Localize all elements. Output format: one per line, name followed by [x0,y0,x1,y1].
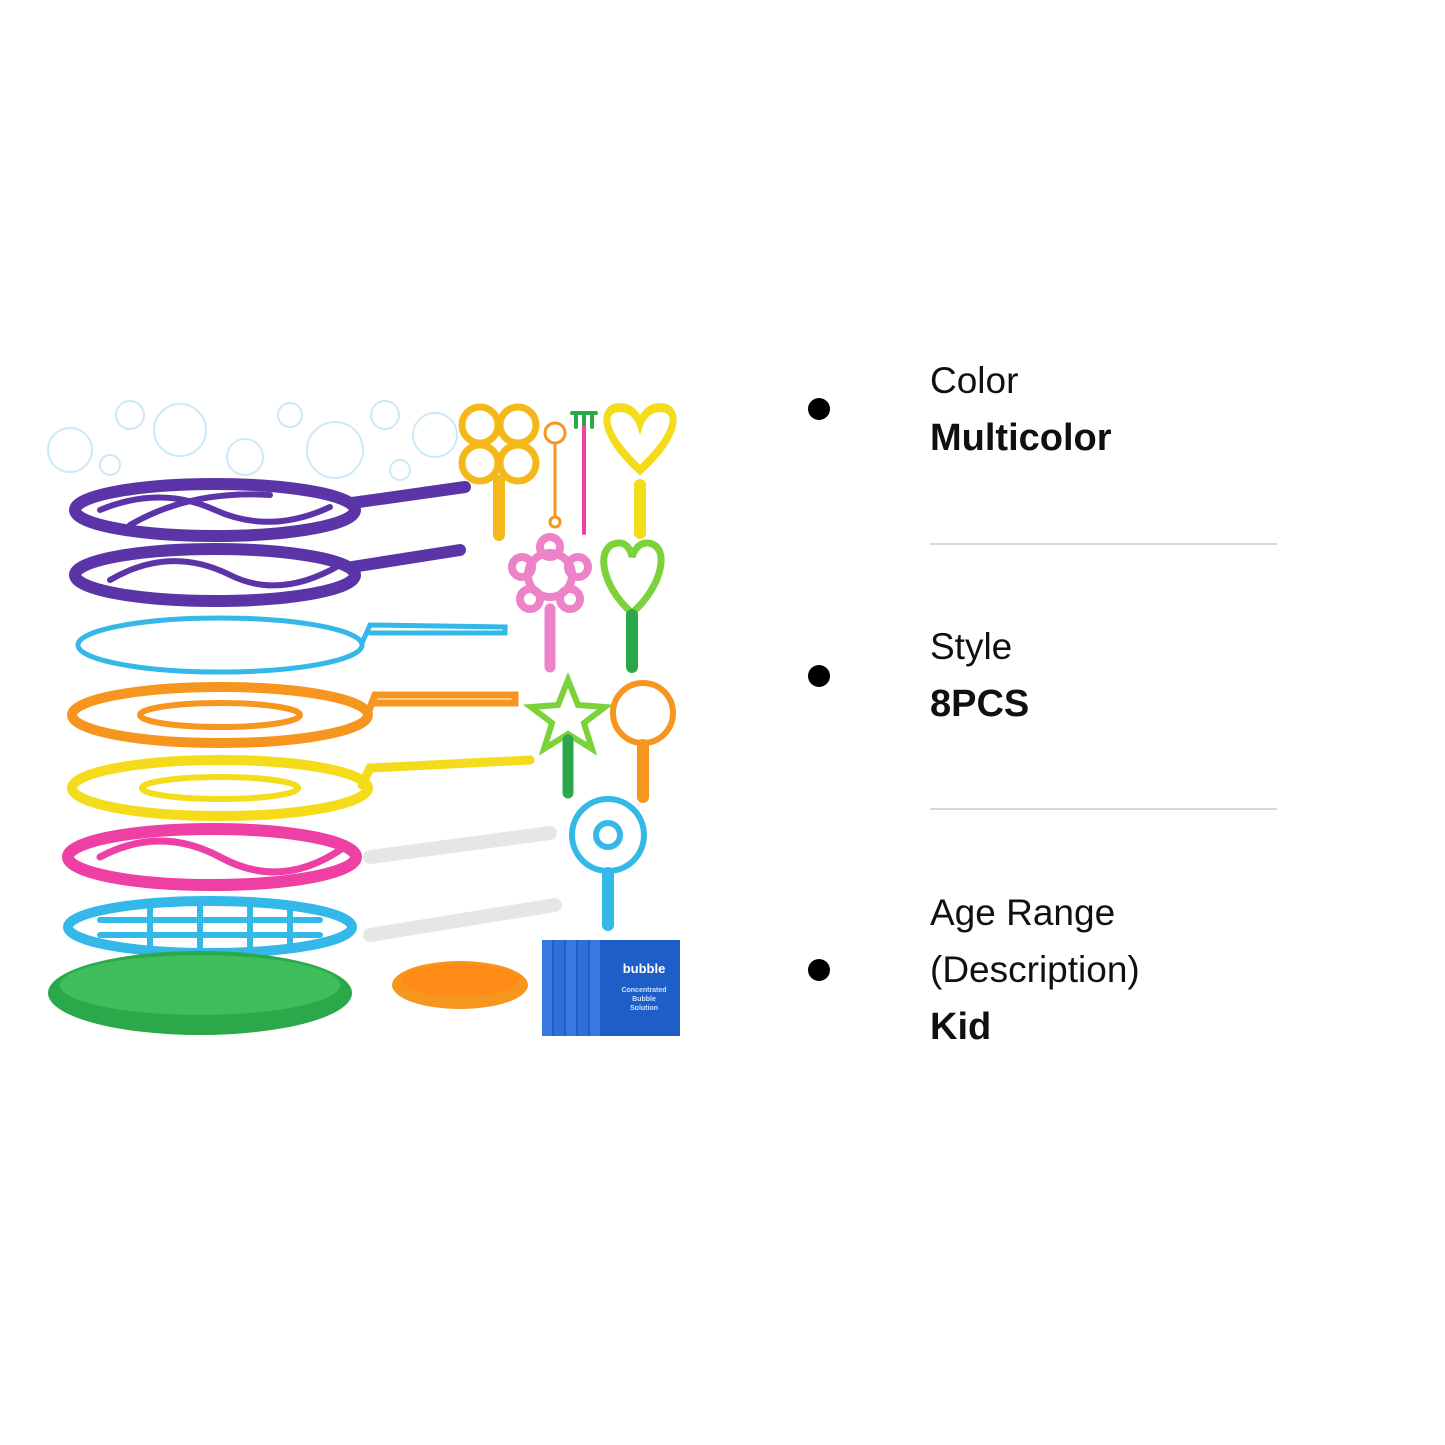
trident-stick-wand [570,411,598,535]
orange-tray-rim [402,964,518,996]
attribute-value: 8PCS [930,683,1030,725]
blue-double-ring-wand [569,796,647,931]
green-tray-rim [60,955,340,1015]
purple-swirl-wand-1 [69,478,471,542]
attribute-name: Style [930,626,1013,667]
product-image: bubble Concentrated Bubble Solution [47,400,680,1036]
yellow-lattice-wand [67,755,535,821]
attribute-value: Multicolor [930,417,1112,459]
green-star-wand [522,671,614,799]
bubble-solution-packets: bubble Concentrated Bubble Solution [542,940,680,1036]
small-orange-loop-wand [543,421,567,529]
attribute-name: Color [930,360,1019,401]
bubbles-decoration [47,400,458,481]
clover-wand [458,403,540,541]
attribute-color: Color Multicolor [930,352,1290,467]
bullet-style [808,665,830,687]
attribute-value: Kid [930,1006,992,1048]
orange-lattice-wand [67,682,519,748]
packet-line-3: Solution [630,1005,658,1012]
attribute-age-range: Age Range (Description) Kid [930,884,1200,1056]
divider [930,808,1277,810]
bullet-age-range [808,959,830,981]
purple-swirl-wand-2 [69,543,466,607]
pink-flower-wand [508,533,592,673]
yellow-heart-wand [603,403,677,539]
orange-ring-wand [610,680,676,803]
bullet-color [808,398,830,420]
attribute-name: Age Range (Description) [930,892,1140,990]
green-heart-wand [600,539,665,673]
pink-pattern-wand [62,823,557,891]
cyan-ring-wand [75,615,508,675]
divider [930,543,1277,545]
attribute-style: Style 8PCS [930,618,1290,733]
blue-grid-wand [63,896,562,958]
packet-brand: bubble [623,961,666,976]
packet-line-2: Bubble [632,996,656,1003]
packet-line-1: Concentrated [621,987,666,994]
